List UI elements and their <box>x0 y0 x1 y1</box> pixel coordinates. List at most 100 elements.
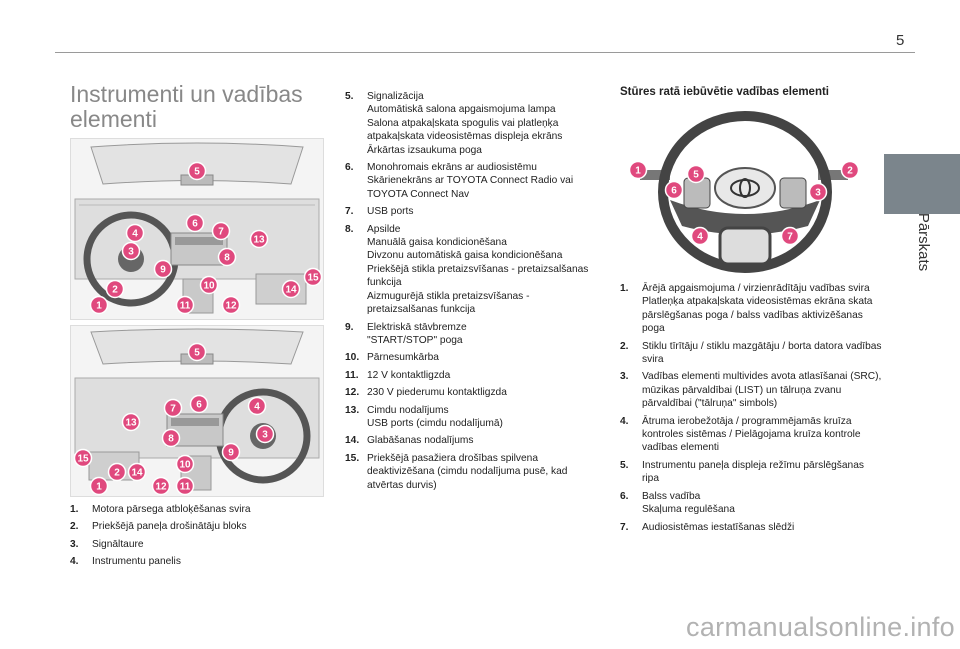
svg-text:6: 6 <box>192 219 198 230</box>
item-number: 2. <box>620 340 629 352</box>
item-number: 14. <box>345 435 360 447</box>
callout-5: 5 <box>187 342 207 362</box>
list-item: 5.Signalizācija Automātiskā salona apgai… <box>345 90 603 157</box>
list-item: 9.Elektriskā stāvbremze "START/STOP" pog… <box>345 321 603 348</box>
callout-9: 9 <box>153 259 173 279</box>
callout-13: 13 <box>249 229 269 249</box>
item-text: Elektriskā stāvbremze "START/STOP" poga <box>367 321 467 346</box>
svg-text:11: 11 <box>180 301 191 312</box>
list-item: 3. Signāltaure <box>70 538 340 551</box>
item-number: 3. <box>620 371 629 383</box>
svg-text:2: 2 <box>112 285 118 296</box>
item-number: 4. <box>70 556 79 568</box>
item-text: Cimdu nodalījums USB ports (cimdu nodalī… <box>367 404 503 429</box>
section-tab <box>884 154 960 214</box>
svg-text:4: 4 <box>697 232 703 243</box>
item-number: 7. <box>620 521 629 533</box>
steering-heading: Stūres ratā iebūvētie vadības elementi <box>620 86 830 98</box>
svg-text:7: 7 <box>170 404 176 415</box>
list-item: 1.Motora pārsega atbloķēšanas svira <box>70 503 340 516</box>
callout-6: 6 <box>189 394 209 414</box>
svg-text:1: 1 <box>96 301 102 312</box>
callout-5: 5 <box>187 161 207 181</box>
callout-15: 15 <box>73 448 93 468</box>
item-text: Stiklu tīrītāju / stiklu mazgātāju / bor… <box>642 340 882 366</box>
svg-text:7: 7 <box>218 227 224 238</box>
svg-text:9: 9 <box>228 448 234 459</box>
list-item: 15.Priekšējā pasažiera drošības spilvena… <box>345 452 603 492</box>
item-text: Vadības elementi multivides avota atlasī… <box>642 371 882 410</box>
callout-10: 10 <box>199 275 219 295</box>
svg-text:8: 8 <box>224 253 230 264</box>
item-number: 13. <box>345 404 360 416</box>
callout-15: 15 <box>303 267 323 287</box>
right-legend-list: 1.Ārējā apgaismojuma / virzienrādītāju v… <box>620 282 882 538</box>
item-text: Priekšējā pasažiera drošības spilvena de… <box>367 452 568 491</box>
item-text: Apsilde Manuālā gaisa kondicionēšana Div… <box>367 223 589 316</box>
item-number: 1. <box>70 504 79 515</box>
list-item: 4.Ātruma ierobežotāja / programmējamās k… <box>620 415 882 455</box>
list-item: 14.Glabāšanas nodalījums <box>345 434 603 447</box>
list-item: 11.12 V kontaktligzda <box>345 369 603 382</box>
middle-legend-list: 5.Signalizācija Automātiskā salona apgai… <box>345 90 603 496</box>
list-item: 8. Apsilde Manuālā gaisa kondicionēšana D… <box>345 223 603 317</box>
item-number: 4. <box>620 415 629 427</box>
svg-text:11: 11 <box>180 482 191 493</box>
header-rule <box>55 52 915 53</box>
callout-13: 13 <box>121 412 141 432</box>
svg-text:15: 15 <box>77 454 89 465</box>
item-text: 230 V piederumu kontaktligzda <box>367 387 507 399</box>
callout-1: 1 <box>89 476 109 496</box>
callout-6: 6 <box>185 213 205 233</box>
svg-text:7: 7 <box>787 232 793 243</box>
svg-text:12: 12 <box>155 482 167 493</box>
section-tab-label: Pārskats <box>915 212 932 272</box>
list-item: 3. Vadības elementi multivides avota atla… <box>620 370 882 410</box>
svg-text:2: 2 <box>847 166 853 177</box>
list-item: 7.USB ports <box>345 205 603 218</box>
svg-text:4: 4 <box>254 402 260 413</box>
item-number: 3. <box>70 538 79 550</box>
callout-8: 8 <box>217 247 237 267</box>
svg-text:3: 3 <box>128 247 134 258</box>
svg-text:10: 10 <box>179 460 191 471</box>
item-number: 7. <box>345 206 354 218</box>
svg-text:5: 5 <box>693 170 699 181</box>
item-text: Priekšējā paneļa drošinātāju bloks <box>92 521 247 533</box>
item-number: 6. <box>620 490 629 502</box>
svg-text:2: 2 <box>114 468 120 479</box>
list-item: 10.Pārnesumkārba <box>345 351 603 364</box>
callout-7: 7 <box>163 398 183 418</box>
svg-text:5: 5 <box>194 348 200 359</box>
item-number: 6. <box>345 162 354 174</box>
svg-text:6: 6 <box>196 400 202 411</box>
callout-8: 8 <box>161 428 181 448</box>
callout-2: 2 <box>107 462 127 482</box>
item-text: Signāltaure <box>92 538 144 550</box>
list-item: 13. Cimdu nodalījums USB ports (cimdu nod… <box>345 404 603 431</box>
svg-text:3: 3 <box>262 430 268 441</box>
item-number: 12. <box>345 387 360 399</box>
item-text: Monohromais ekrāns ar audiosistēmu Skāri… <box>367 162 574 200</box>
svg-text:14: 14 <box>285 285 297 296</box>
callout-7: 7 <box>780 226 800 246</box>
callout-10: 10 <box>175 454 195 474</box>
callout-3: 3 <box>808 182 828 202</box>
item-text: Pārnesumkārba <box>367 352 439 364</box>
svg-text:12: 12 <box>225 301 237 312</box>
callout-3: 3 <box>255 424 275 444</box>
list-item: 7.Audiosistēmas iestatīšanas slēdži <box>620 521 882 534</box>
callout-6: 6 <box>664 180 684 200</box>
list-item: 4. Instrumentu panelis <box>70 555 340 568</box>
item-text: Instrumentu panelis <box>92 556 181 568</box>
item-text: Ārējā apgaismojuma / virzienrādītāju vad… <box>642 283 873 335</box>
callout-1: 1 <box>89 295 109 315</box>
svg-text:6: 6 <box>671 186 677 197</box>
item-number: 5. <box>345 91 354 102</box>
callout-9: 9 <box>221 442 241 462</box>
item-number: 8. <box>345 223 354 235</box>
svg-text:9: 9 <box>160 265 166 276</box>
watermark: carmanualsonline.info <box>686 612 955 642</box>
